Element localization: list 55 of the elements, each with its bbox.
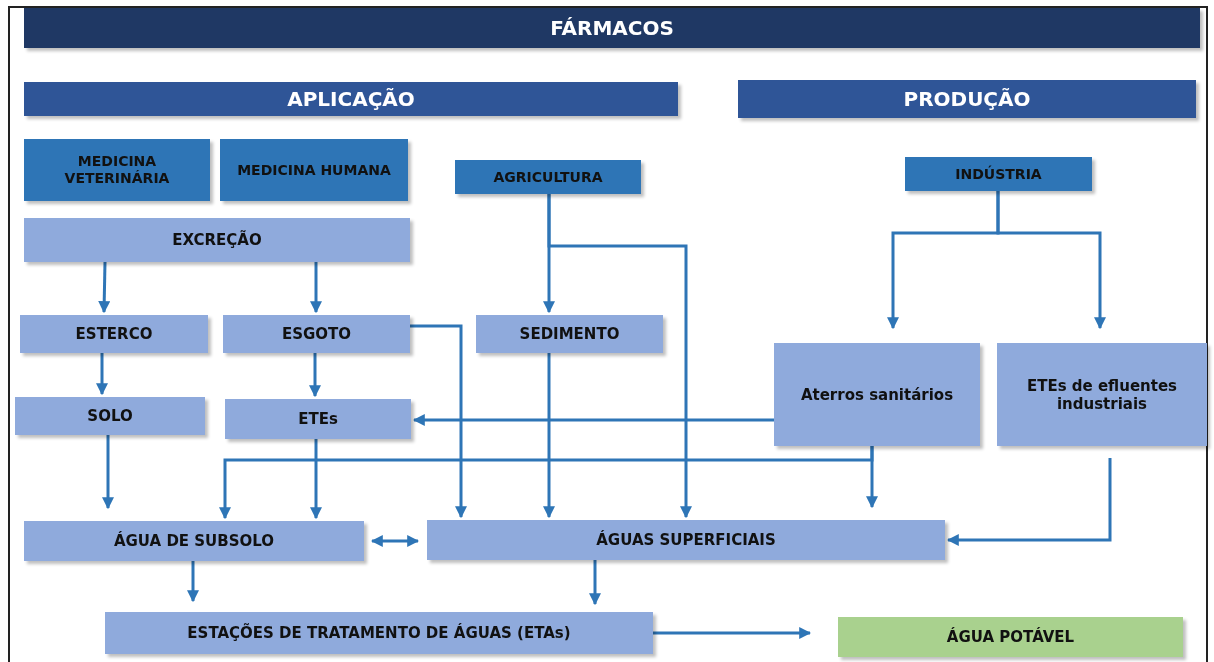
node-label: SOLO [87,407,133,425]
process-box [774,343,980,446]
node-label: ESTAÇÕES DE TRATAMENTO DE ÁGUAS (ETAs) [187,624,571,642]
arrow [653,627,812,639]
source-box [220,139,408,201]
section-header [24,82,678,116]
arrow [96,353,108,396]
arrow [98,261,111,314]
process-box [105,612,653,654]
arrow [310,262,322,314]
process-box [24,218,410,262]
process-box [20,315,208,353]
node-label: ESTERCO [75,325,153,343]
arrow [866,446,878,509]
node-label: APLICAÇÃO [287,87,415,111]
node-label: ÁGUA POTÁVEL [946,628,1075,646]
result-box [838,617,1183,657]
node-label: PRODUÇÃO [903,87,1031,111]
process-box [427,520,945,560]
process-box [15,397,205,435]
process-box [223,315,410,353]
source-box [24,139,210,201]
arrow [547,194,692,519]
arrow [187,561,199,603]
arrow [412,414,774,426]
node-label: INDÚSTRIA [955,165,1042,183]
node-label: EXCREÇÃO [172,231,262,249]
section-header [738,80,1196,118]
arrow [310,439,322,520]
node-label: Aterros sanitários [800,385,954,404]
arrow [543,353,555,519]
node-label: ETEs de efluentes industriais [1025,376,1179,413]
node-label: ÁGUA DE SUBSOLO [113,532,275,550]
process-box [476,315,663,353]
process-box [997,343,1207,446]
node-label: SEDIMENTO [519,325,620,343]
arrow [410,324,467,519]
title-bar [24,8,1200,48]
arrow [370,535,420,547]
arrow [589,560,601,606]
node-label: ETEs [298,410,338,428]
node-label: AGRICULTURA [493,168,603,186]
process-box [24,521,364,561]
node-label: ESGOTO [281,325,352,343]
arrow [102,435,114,510]
node-label: ÁGUAS SUPERFICIAIS [596,531,776,549]
source-box [455,160,641,194]
node-label: MEDICINA HUMANA [237,161,391,179]
node-label: FÁRMACOS [550,16,674,40]
arrow [996,191,1106,330]
source-box [905,157,1092,191]
process-box [225,399,411,439]
arrow [946,458,1112,546]
node-label: MEDICINA VETERINÁRIA [63,153,171,187]
arrow [309,353,321,398]
